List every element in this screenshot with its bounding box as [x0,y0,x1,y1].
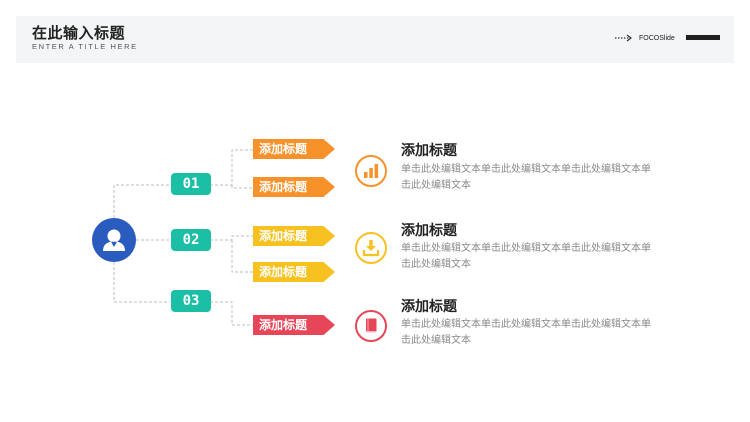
node-02-label-b: 添加标题 [253,262,335,282]
item-1-title: 添加标题 [401,143,457,159]
user-icon [103,229,125,251]
item-2-title: 添加标题 [401,223,457,239]
dotted-arrow-icon [615,34,632,42]
header-bar: 在此输入标题 ENTER A TITLE HERE FOCOSlide [16,16,734,63]
brand-name: FOCOSlide [639,34,675,42]
item-2-icon-ring [355,232,387,264]
item-3-body: 单击此处编辑文本单击此处编辑文本单击此处编辑文本单击此处编辑文本 [401,319,651,346]
brand-bar [686,35,720,40]
page-title: 在此输入标题 [32,24,126,42]
item-1-icon-ring [355,155,387,187]
node-01-badge: 01 [171,173,211,195]
brand: FOCOSlide [614,31,675,45]
item-3-title: 添加标题 [401,299,457,315]
download-tray-icon [362,240,380,257]
node-02-label-a: 添加标题 [253,226,335,246]
node-03-label-a: 添加标题 [253,315,335,335]
item-1-body: 单击此处编辑文本单击此处编辑文本单击此处编辑文本单击此处编辑文本 [401,164,651,191]
page-subtitle: ENTER A TITLE HERE [32,42,138,51]
node-01-label-b: 添加标题 [253,177,335,197]
node-03-badge: 03 [171,290,211,312]
item-2-body: 单击此处编辑文本单击此处编辑文本单击此处编辑文本单击此处编辑文本 [401,243,651,270]
item-3-icon-ring [355,310,387,342]
node-01-label-a: 添加标题 [253,139,335,159]
center-avatar [92,218,136,262]
bar-chart-icon [364,164,379,178]
book-icon [366,318,377,333]
node-02-badge: 02 [171,229,211,251]
